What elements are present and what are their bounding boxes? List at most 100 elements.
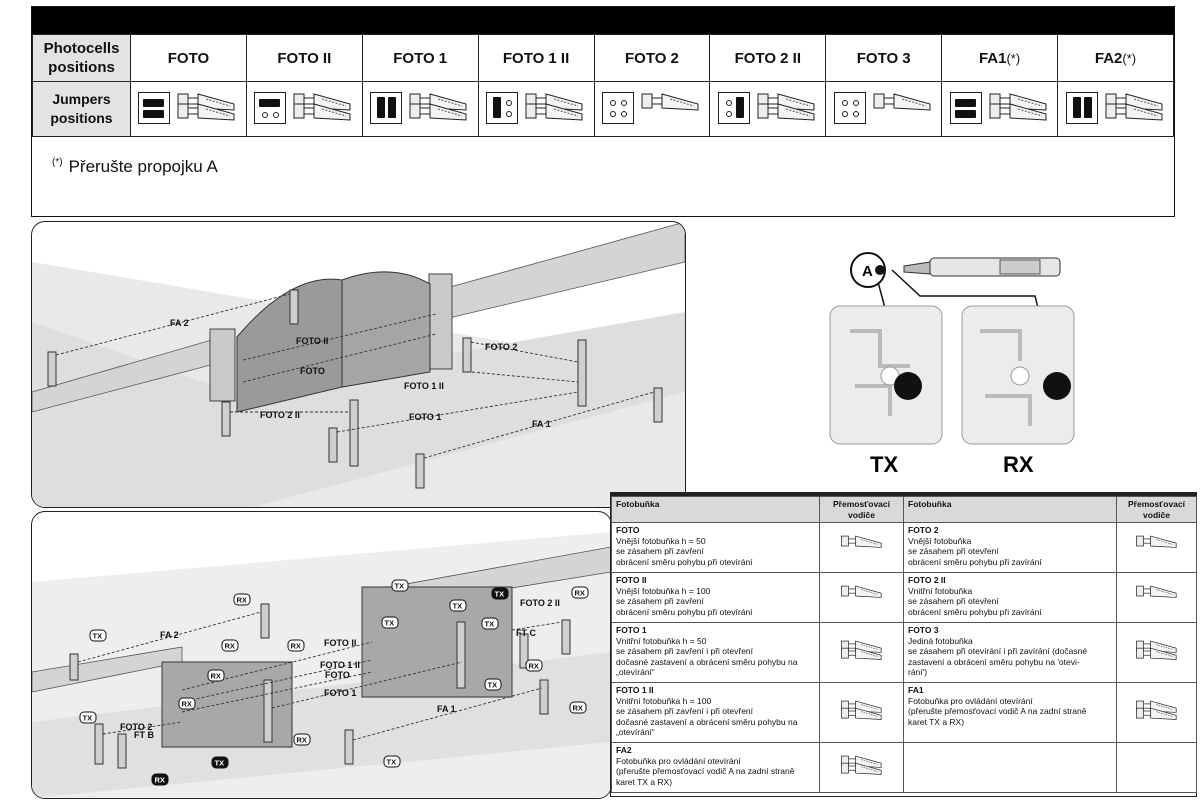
connector-icon — [989, 92, 1047, 121]
position-label: FA2 — [1094, 49, 1123, 67]
label-foto: FOTO — [325, 670, 350, 680]
rx-tag: RX — [151, 773, 169, 786]
jumper-note: (*)Přerušte propojku A — [52, 157, 218, 176]
jumper-wire-cell — [1116, 522, 1197, 573]
jumper-wire-cell — [819, 682, 904, 743]
photocell-text: Fotobuňka pro ovládání otevírání (přeruš… — [616, 755, 795, 787]
label-foto-ii: FOTO II — [296, 336, 328, 346]
svg-text:TX: TX — [485, 620, 495, 629]
note-mark: (*) — [1006, 50, 1021, 66]
jumper-wire-icon — [1135, 700, 1177, 721]
jumper-wire-cell — [1116, 682, 1197, 743]
jumper-position-2 — [361, 81, 479, 137]
jumper-position-8 — [1057, 81, 1174, 137]
col-header-photocell-2: Fotobuňka — [903, 496, 1117, 523]
position-label: FA1 — [978, 49, 1007, 67]
jumper-wire-icon — [840, 700, 882, 721]
position-label: FOTO II — [277, 49, 332, 67]
rx-tag: RX — [569, 701, 587, 714]
col-header-jumper: Přemosťovací vodiče — [819, 496, 904, 523]
label-foto1: FOTO 1 — [324, 688, 356, 698]
photocell-name: FOTO — [616, 525, 640, 535]
photocell-name: FOTO 1 — [616, 625, 647, 635]
label-foto2-ii: FOTO 2 II — [520, 598, 560, 608]
photocell-text: Vnitřní fotobuňka h = 50 se zásahem při … — [616, 635, 798, 678]
label-foto2-ii: FOTO 2 II — [260, 410, 300, 420]
tx-board-label: TX — [870, 452, 898, 477]
svg-text:TX: TX — [83, 714, 93, 723]
photocell-text: Vnější fotobuňka se zásahem při otevření… — [908, 535, 1042, 567]
svg-text:RX: RX — [155, 776, 165, 785]
jumper-wire-icon — [840, 755, 882, 776]
svg-text:TX: TX — [495, 590, 505, 599]
position-label: FOTO 2 — [624, 49, 679, 67]
table-header-bar — [32, 7, 1174, 34]
jumper-position-5 — [709, 81, 827, 137]
photocell-text: Vnější fotobuňka h = 100 se zásahem při … — [616, 585, 753, 617]
label-foto1-ii: FOTO 1 II — [320, 660, 360, 670]
jumper-wire-cell — [819, 522, 904, 573]
svg-text:RX: RX — [575, 589, 585, 598]
photocell-legend-table: Fotobuňka Přemosťovací vodiče Fotobuňka … — [610, 492, 1197, 797]
tx-tag: TX — [481, 617, 499, 630]
rx-tag: RX — [207, 669, 225, 682]
swing-gate-illustration: FA 2 FOTO II FOTO FOTO 2 FOTO 1 II FOTO … — [31, 221, 686, 508]
photocell-position-3: FOTO 1 II — [477, 34, 595, 82]
empty-cell — [1116, 742, 1197, 793]
jumper-wire-icon — [1135, 585, 1177, 599]
jumper-position-3 — [477, 81, 595, 137]
svg-text:RX: RX — [297, 736, 307, 745]
tx-rx-boards-diagram: A TX RX — [820, 246, 1090, 478]
jumper-wire-cell — [819, 572, 904, 623]
connector-icon — [409, 92, 467, 121]
tx-tag: TX — [391, 579, 409, 592]
svg-text:RX: RX — [291, 642, 301, 651]
photocells-positions-header: Photocells positions — [32, 34, 131, 82]
photocell-name: FOTO 2 II — [908, 575, 946, 585]
svg-text:RX: RX — [211, 672, 221, 681]
jumper-position-1 — [245, 81, 363, 137]
jumper-wire-icon — [840, 640, 882, 661]
connector-icon — [757, 92, 815, 121]
svg-text:TX: TX — [453, 602, 463, 611]
photocell-position-5: FOTO 2 II — [709, 34, 827, 82]
label-ftc: FT C — [516, 628, 536, 638]
rx-tag: RX — [525, 659, 543, 672]
cutter-knife-icon — [903, 257, 1061, 277]
rx-tag: RX — [293, 733, 311, 746]
jumper-block-icon — [1065, 91, 1098, 124]
label-foto1-ii: FOTO 1 II — [404, 381, 444, 391]
jumper-block-icon — [717, 91, 750, 124]
jumper-block-icon — [254, 91, 287, 124]
svg-text:TX: TX — [488, 681, 498, 690]
photocell-position-4: FOTO 2 — [593, 34, 711, 82]
photocell-position-6: FOTO 3 — [825, 34, 943, 82]
jumper-position-4 — [593, 81, 711, 137]
connector-icon — [873, 92, 931, 111]
svg-text:TX: TX — [395, 582, 405, 591]
empty-cell — [903, 742, 1117, 793]
label-ftb: FT B — [134, 730, 154, 740]
col-header-jumper-2: Přemosťovací vodiče — [1116, 496, 1197, 523]
position-label: FOTO 1 II — [502, 49, 570, 67]
svg-text:RX: RX — [237, 596, 247, 605]
photocell-position-8: FA2(*) — [1057, 34, 1174, 82]
rx-tag: RX — [233, 593, 251, 606]
tx-tag: TX — [211, 756, 229, 769]
svg-text:TX: TX — [387, 758, 397, 767]
tx-tag: TX — [484, 678, 502, 691]
label-fa1: FA 1 — [437, 704, 456, 714]
jumpers-positions-header: Jumpers positions — [32, 81, 131, 137]
position-label: FOTO 2 II — [734, 49, 802, 67]
connector-icon — [1105, 92, 1162, 121]
rx-board-label: RX — [1003, 452, 1034, 477]
photocell-name: FA2 — [616, 745, 632, 755]
jumper-wire-icon — [1135, 535, 1177, 549]
